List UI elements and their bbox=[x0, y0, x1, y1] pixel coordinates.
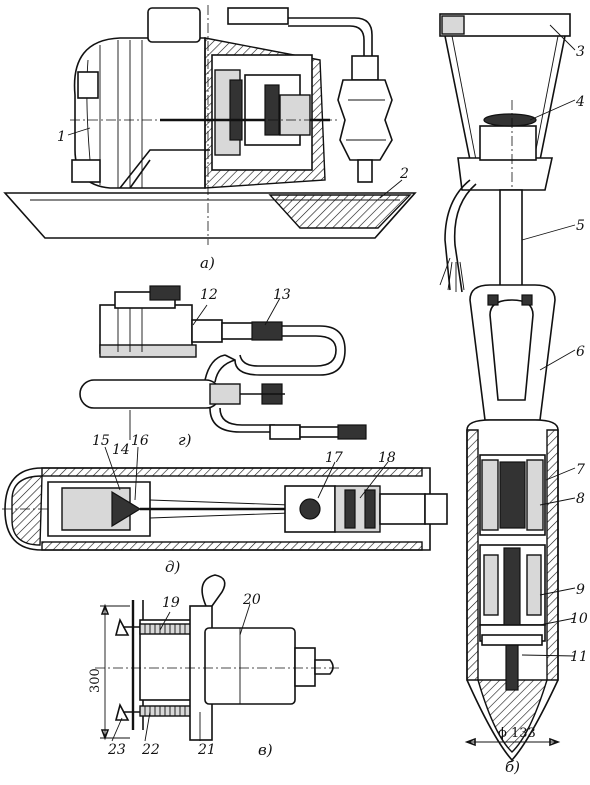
vibrator-motor bbox=[204, 627, 296, 705]
callout-6: 6 bbox=[576, 344, 585, 360]
dim-height-label: 300 bbox=[88, 668, 103, 693]
dim-diameter-label: ϕ 133 bbox=[498, 726, 536, 741]
panel-a-surface-vibrator: 1 2 а) bbox=[3, 5, 417, 272]
plug-body bbox=[351, 55, 379, 81]
cone-tip bbox=[505, 639, 519, 691]
leader-1 bbox=[67, 127, 91, 136]
panel-label-b: б) bbox=[505, 758, 520, 776]
callout-13: 13 bbox=[273, 287, 291, 303]
coupling-joint bbox=[299, 498, 321, 520]
wing-nuts bbox=[114, 617, 130, 721]
vibro-plate bbox=[3, 192, 417, 239]
panel-label-v: в) bbox=[258, 741, 273, 759]
callout-18: 18 bbox=[378, 450, 396, 466]
callout-14: 14 bbox=[112, 442, 130, 458]
panel-label-g: г) bbox=[178, 431, 192, 449]
callout-16: 16 bbox=[131, 433, 149, 449]
panel-d-vibrator-section: 15 16 17 18 д) bbox=[2, 433, 448, 576]
end-nut bbox=[424, 493, 448, 525]
switch-button bbox=[483, 113, 537, 127]
end-cap bbox=[77, 71, 99, 99]
callout-12: 12 bbox=[200, 287, 218, 303]
cable-plug-2 bbox=[337, 424, 367, 440]
callout-2: 2 bbox=[399, 166, 409, 182]
coupling bbox=[251, 321, 283, 341]
switch-box bbox=[479, 125, 537, 161]
cable-plug-1 bbox=[269, 424, 301, 440]
callout-10: 10 bbox=[570, 611, 588, 627]
callout-22: 22 bbox=[141, 742, 160, 758]
panel-label-a: а) bbox=[200, 254, 215, 272]
callout-4: 4 bbox=[575, 94, 585, 110]
callout-17: 17 bbox=[325, 450, 343, 466]
panel-g-flexible-shaft-vibrator: 14 12 13 г) bbox=[79, 285, 367, 458]
callout-9: 9 bbox=[576, 582, 585, 598]
flexible-rod bbox=[499, 189, 523, 291]
callout-15: 15 bbox=[92, 433, 110, 449]
callout-1: 1 bbox=[57, 129, 66, 145]
leader-2 bbox=[379, 179, 403, 199]
handle-bar bbox=[439, 13, 571, 37]
bearing bbox=[264, 84, 280, 136]
foot-bolt bbox=[71, 159, 101, 183]
callout-21: 21 bbox=[197, 742, 216, 758]
callout-7: 7 bbox=[576, 462, 585, 478]
plug-connector bbox=[337, 79, 393, 161]
panel-b-internal-vibrator: ϕ 133 3 4 5 6 7 8 9 10 11 б) bbox=[439, 13, 588, 776]
terminal-box bbox=[147, 7, 201, 43]
callout-23: 23 bbox=[107, 742, 126, 758]
panel-label-d: д) bbox=[165, 558, 181, 576]
callout-19: 19 bbox=[162, 595, 180, 611]
callout-8: 8 bbox=[576, 491, 585, 507]
callout-11: 11 bbox=[570, 649, 588, 665]
cable-gland bbox=[227, 7, 289, 25]
plate-section bbox=[268, 194, 412, 229]
panel-v-clamp-vibrator: 300 19 20 21 22 23 в) bbox=[88, 574, 340, 759]
hook bbox=[201, 574, 226, 607]
callout-5: 5 bbox=[576, 218, 585, 234]
cone bbox=[111, 490, 142, 528]
callout-20: 20 bbox=[242, 592, 261, 608]
switch-housing bbox=[457, 157, 553, 191]
vibrator-head bbox=[79, 379, 221, 409]
callout-3: 3 bbox=[576, 44, 585, 60]
